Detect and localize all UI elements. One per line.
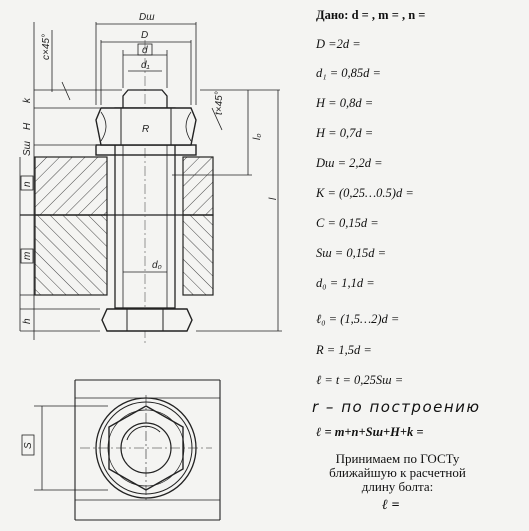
formula-R: R = 1,5d = [316,343,372,357]
formula-K: K = (0,25…0.5)d = [316,186,414,200]
plan-view [21,379,221,521]
label-d: d [142,45,148,56]
formula-Ssh: Sш = 0,15d = [316,246,387,260]
label-k: k [22,97,33,103]
label-n: n [22,181,33,187]
lower-plate-section [34,214,214,296]
bolt-assembly-drawing: Dш D d d₁ c×45° t×45° k H Sш n m h l₀ l … [19,12,282,521]
label-D: D [141,30,148,41]
bolt-head [101,308,193,332]
formula-column: Дано: d = , m = , n = D =2d = d₁ = 0,85d… [300,0,529,531]
label-m: m [22,252,33,260]
label-c45: c×45° [41,34,52,60]
washer [95,144,197,156]
label-h: h [22,318,33,324]
formula-Dsh: Dш = 2,2d = [316,156,383,170]
formula-l0: ℓ₀ = (1,5…2)d = [316,312,400,326]
formula-H2: H = 0,7d = [316,126,374,140]
length-formula: ℓ = m+n+Sш+H+k = [316,425,424,439]
label-R: R [142,124,149,135]
label-dsh: Dш [139,12,155,23]
gost-note: Принимаем по ГОСТу ближайшую к расчетной… [329,451,466,494]
label-H: H [22,122,33,130]
label-l0: l₀ [252,134,263,140]
top-dimensions [95,22,197,105]
label-S: S [23,442,34,449]
label-l: l [268,197,279,200]
right-dimensions [172,89,282,332]
label-d0: d₀ [152,260,162,271]
formula-D: D =2d = [316,37,361,51]
formula-l-t: ℓ = t = 0,25Sш = [316,373,404,387]
bolt-end [122,89,168,108]
handwritten-note: r – по построению [312,398,481,416]
formula-d1: d₁ = 0,85d = [316,66,381,80]
left-dimensions [19,22,122,340]
label-d1: d₁ [141,60,150,71]
given-line: Дано: d = , m = , n = [316,8,426,22]
nut [95,107,197,146]
formula-d0: d₀ = 1,1d = [316,276,375,290]
upper-plate-section [34,156,214,216]
final-length: ℓ = [382,498,400,513]
bolt-shank [114,40,176,345]
formula-C: C = 0,15d = [316,216,379,230]
formula-H1: H = 0,8d = [316,96,374,110]
label-Ssh: Sш [22,140,33,156]
label-t45: t×45° [214,91,225,115]
